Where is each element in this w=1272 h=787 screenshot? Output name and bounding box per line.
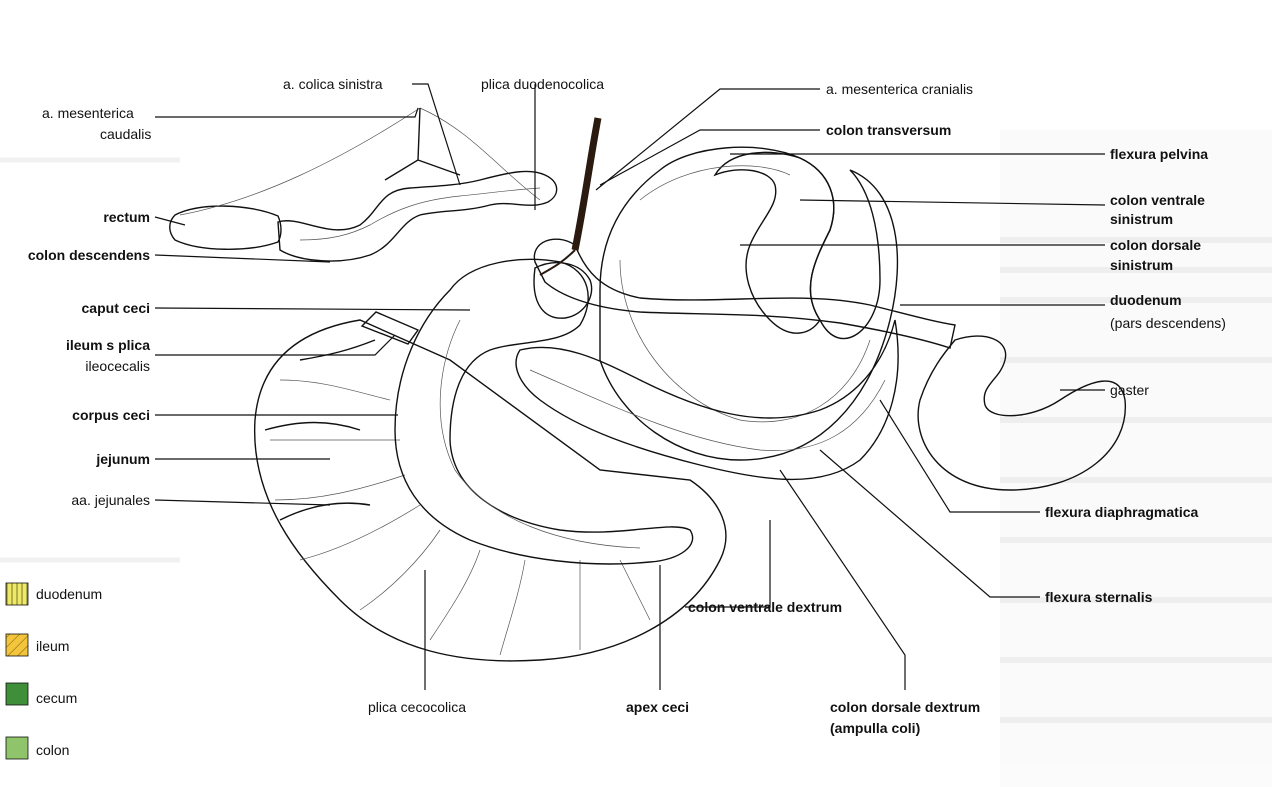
label-colica-sinistra: a. colica sinistra <box>283 76 383 92</box>
label-corpus-ceci: corpus ceci <box>72 407 150 423</box>
label-mesenterica-cranialis: a. mesenterica cranialis <box>826 81 973 97</box>
label-gaster: gaster <box>1110 382 1149 398</box>
legend-item-colon: colon <box>5 736 69 760</box>
label-flexura-sternalis: flexura sternalis <box>1045 589 1153 605</box>
legend-item-duodenum: duodenum <box>5 582 102 606</box>
label-flexura-pelvina: flexura pelvina <box>1110 146 1208 162</box>
label-flexura-diaphragmatica: flexura diaphragmatica <box>1045 504 1198 520</box>
legend: duodenum ileum cecum colon <box>5 582 102 760</box>
label-apex-ceci: apex ceci <box>626 699 689 715</box>
label-ileum-2: ileocecalis <box>85 358 150 374</box>
label-plica-duodenocolica: plica duodenocolica <box>481 76 604 92</box>
label-mesenterica-caudalis-1: a. mesenterica <box>42 105 134 121</box>
jejunum-loops <box>254 319 727 662</box>
background-bleed <box>0 130 1272 787</box>
label-caput-ceci: caput ceci <box>82 300 150 316</box>
colon-large <box>515 146 899 481</box>
label-colon-ventrale-dextrum: colon ventrale dextrum <box>688 599 842 615</box>
mesenteric-artery-cranialis <box>539 117 602 276</box>
legend-label-duodenum: duodenum <box>36 586 102 602</box>
label-duodenum-2: (pars descendens) <box>1110 315 1226 331</box>
colon-descendens <box>277 170 558 262</box>
cecum <box>394 258 694 565</box>
label-colon-descendens: colon descendens <box>28 247 150 263</box>
label-jejunum: jejunum <box>95 451 150 467</box>
label-colon-ventrale-sinistrum-2: sinistrum <box>1110 211 1173 227</box>
label-colon-dorsale-dextrum-2: (ampulla coli) <box>830 720 920 736</box>
label-plica-cecocolica: plica cecocolica <box>368 699 466 715</box>
labels: a. colica sinistra plica duodenocolica a… <box>28 76 1226 736</box>
label-duodenum-1: duodenum <box>1110 292 1182 308</box>
legend-item-ileum: ileum <box>5 633 69 657</box>
rectum <box>169 205 282 250</box>
legend-swatch-colon <box>5 736 29 760</box>
legend-swatch-ileum <box>5 633 29 657</box>
label-colon-ventrale-sinistrum-1: colon ventrale <box>1110 192 1205 208</box>
legend-label-cecum: cecum <box>36 690 77 706</box>
legend-swatch-cecum <box>5 682 29 706</box>
label-colon-dorsale-dextrum-1: colon dorsale dextrum <box>830 699 980 715</box>
leader-lines <box>154 83 1106 690</box>
label-mesenterica-caudalis-2: caudalis <box>100 126 151 142</box>
mesentery-caudal <box>179 107 541 216</box>
legend-label-ileum: ileum <box>36 638 69 654</box>
label-rectum: rectum <box>103 209 150 225</box>
duodenum <box>533 238 956 349</box>
legend-label-colon: colon <box>36 742 69 758</box>
label-ileum-1: ileum s plica <box>66 337 150 353</box>
legend-item-cecum: cecum <box>5 682 77 706</box>
label-colon-dorsale-sinistrum-1: colon dorsale <box>1110 237 1201 253</box>
label-colon-transversum: colon transversum <box>826 122 951 138</box>
label-aa-jejunales: aa. jejunales <box>71 492 150 508</box>
legend-swatch-duodenum <box>5 582 29 606</box>
label-colon-dorsale-sinistrum-2: sinistrum <box>1110 257 1173 273</box>
gaster <box>917 335 1126 491</box>
